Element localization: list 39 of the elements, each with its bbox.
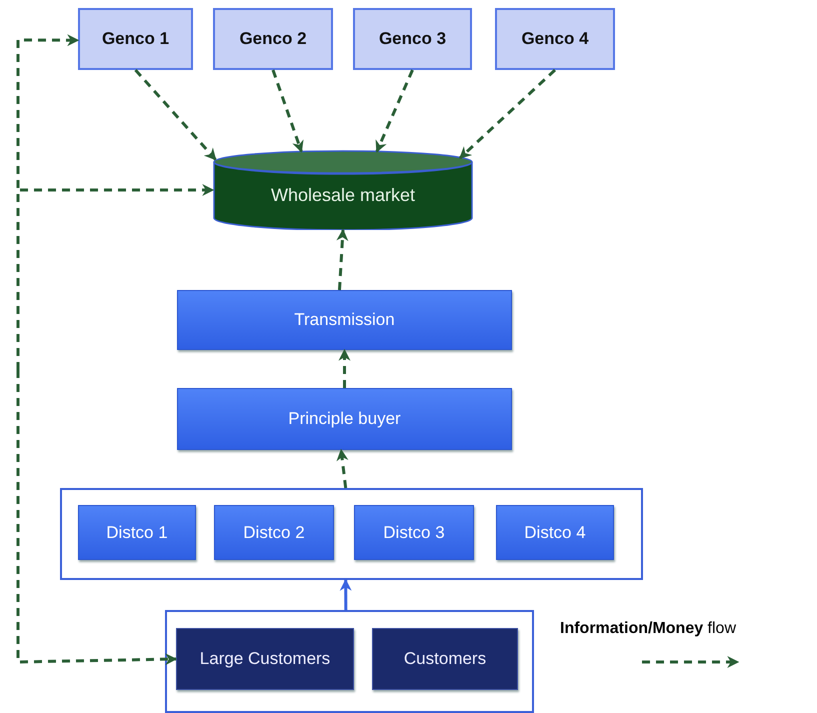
genco-box: [353, 8, 472, 70]
market-cylinder: [213, 150, 473, 230]
flow-arrow: [336, 228, 348, 290]
process-box: [177, 388, 512, 450]
node-label: Distco 2: [243, 522, 305, 544]
node-label: Large Customers: [200, 648, 330, 670]
node-label: Wholesale market: [270, 184, 416, 206]
process-box: [78, 505, 196, 560]
customer-box: [176, 628, 354, 690]
node-label: Principle buyer: [288, 408, 401, 430]
flow-arrow: [16, 184, 214, 370]
group-box: [60, 488, 643, 580]
node-label: Genco 1: [102, 28, 170, 50]
flow-arrow: [16, 370, 178, 666]
genco-box: [213, 8, 333, 70]
node-label: Customers: [404, 648, 486, 670]
group-box: [165, 610, 534, 713]
node-label: Distco 1: [106, 522, 168, 544]
node-label: Distco 3: [383, 522, 445, 544]
flow-arrow: [338, 348, 350, 388]
process-box: [496, 505, 614, 560]
flow-arrow: [375, 69, 414, 153]
node-label: Transmission: [294, 309, 395, 331]
node-label: Distco 4: [524, 522, 586, 544]
process-box: [354, 505, 474, 560]
node-label: Genco 2: [239, 28, 307, 50]
flow-arrow: [458, 68, 556, 160]
flow-arrow: [134, 69, 217, 161]
node-label: Genco 3: [378, 28, 446, 50]
node-label: Genco 4: [521, 28, 589, 50]
legend-label: Information/Money flow: [560, 620, 736, 638]
process-box: [214, 505, 334, 560]
process-box: [177, 290, 512, 350]
genco-box: [78, 8, 193, 70]
flow-arrow: [336, 448, 348, 488]
customer-box: [372, 628, 518, 690]
genco-box: [495, 8, 615, 70]
flow-arrow: [340, 578, 352, 610]
flow-arrow: [272, 70, 304, 153]
